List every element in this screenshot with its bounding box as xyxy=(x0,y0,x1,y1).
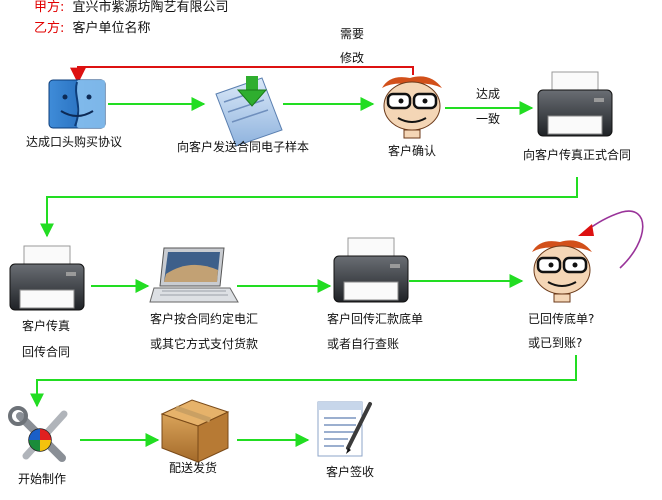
cartoon-face-icon xyxy=(382,76,442,139)
edge-label-agree-2: 一致 xyxy=(476,112,501,126)
document-download-icon xyxy=(215,76,283,147)
party-a-line: 甲方: 宜兴市紫源坊陶艺有限公司 xyxy=(34,0,229,16)
party-a-value: 宜兴市紫源坊陶艺有限公司 xyxy=(72,0,229,15)
edge-label-revise-2: 修改 xyxy=(340,51,365,65)
printer-icon xyxy=(333,237,409,303)
party-b-key: 乙方: xyxy=(34,21,65,36)
step-fax-back-line1: 客户传真 xyxy=(21,319,71,333)
step-client-confirm: 客户确认 xyxy=(387,144,437,158)
check-loop-arrowhead xyxy=(578,224,594,236)
step-ship: 配送发货 xyxy=(168,461,218,475)
step-fax-contract: 向客户传真正式合同 xyxy=(522,148,632,162)
arrow-row1-to-row2 xyxy=(40,177,578,238)
step-fax-back-line2: 回传合同 xyxy=(21,345,71,359)
package-box-icon xyxy=(160,399,230,463)
signed-document-icon xyxy=(317,401,372,457)
step-check-line2: 或已到账? xyxy=(528,336,583,350)
step-receipt-line1: 客户回传汇款底单 xyxy=(327,312,424,326)
step-receipt-line2: 或者自行查账 xyxy=(327,337,400,351)
edge-label-agree-1: 达成 xyxy=(476,87,501,101)
step-payment-line1: 客户按合同约定电汇 xyxy=(150,312,259,326)
step-start-production: 开始制作 xyxy=(17,472,67,486)
step-client-signoff: 客户签收 xyxy=(325,465,375,479)
party-b-line: 乙方: 客户单位名称 xyxy=(34,21,151,37)
arrow-row2-to-row3 xyxy=(30,355,577,408)
cartoon-face-icon xyxy=(532,240,592,303)
check-loop-arrow xyxy=(583,210,644,269)
finder-icon xyxy=(48,79,106,129)
edge-label-revise-1: 需要 xyxy=(340,27,365,41)
revise-loop-arrow xyxy=(70,66,414,84)
party-a-key: 甲方: xyxy=(34,0,65,15)
printer-icon xyxy=(9,245,85,311)
step-payment-line2: 或其它方式支付货款 xyxy=(150,337,259,351)
printer-icon xyxy=(537,71,613,137)
step-send-sample: 向客户发送合同电子样本 xyxy=(176,140,310,154)
step-verbal-agreement: 达成口头购买协议 xyxy=(25,135,123,149)
tools-icon xyxy=(8,406,68,462)
laptop-icon xyxy=(149,247,239,303)
party-b-value: 客户单位名称 xyxy=(72,21,151,36)
step-check-line1: 已回传底单? xyxy=(528,312,595,326)
